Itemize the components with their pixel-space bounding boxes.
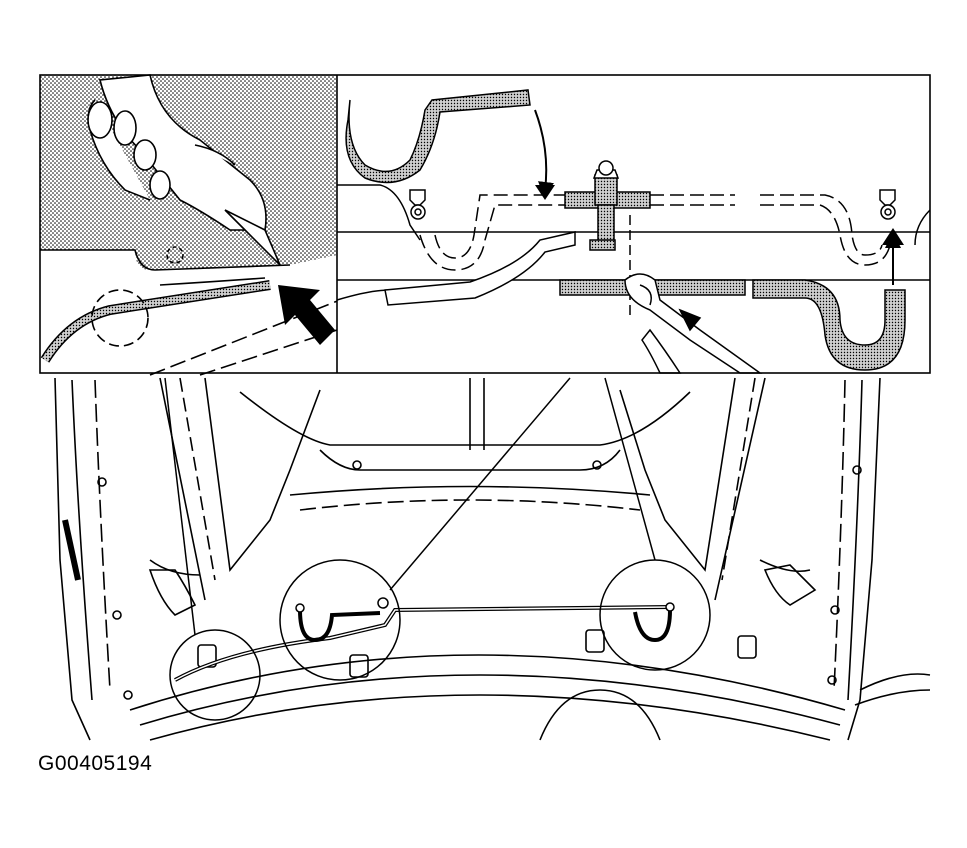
pointer-arrow-icon bbox=[535, 185, 555, 200]
pointer-arrow-icon bbox=[278, 285, 335, 345]
detail-callouts bbox=[164, 377, 711, 721]
pointer-arrow-icon bbox=[534, 109, 901, 285]
pointer-arrow-icon bbox=[882, 228, 904, 245]
nozzle-icon bbox=[564, 160, 651, 251]
clip-icon bbox=[409, 189, 896, 220]
hood-underside bbox=[54, 377, 931, 741]
washer-hose-icon bbox=[384, 231, 576, 306]
left-inset-details bbox=[40, 246, 341, 376]
inset-frames bbox=[39, 74, 931, 374]
figure-id-label: G00405194 bbox=[38, 752, 153, 775]
washer-hose-icon bbox=[174, 597, 675, 682]
hand-with-knife-icon bbox=[87, 74, 281, 266]
